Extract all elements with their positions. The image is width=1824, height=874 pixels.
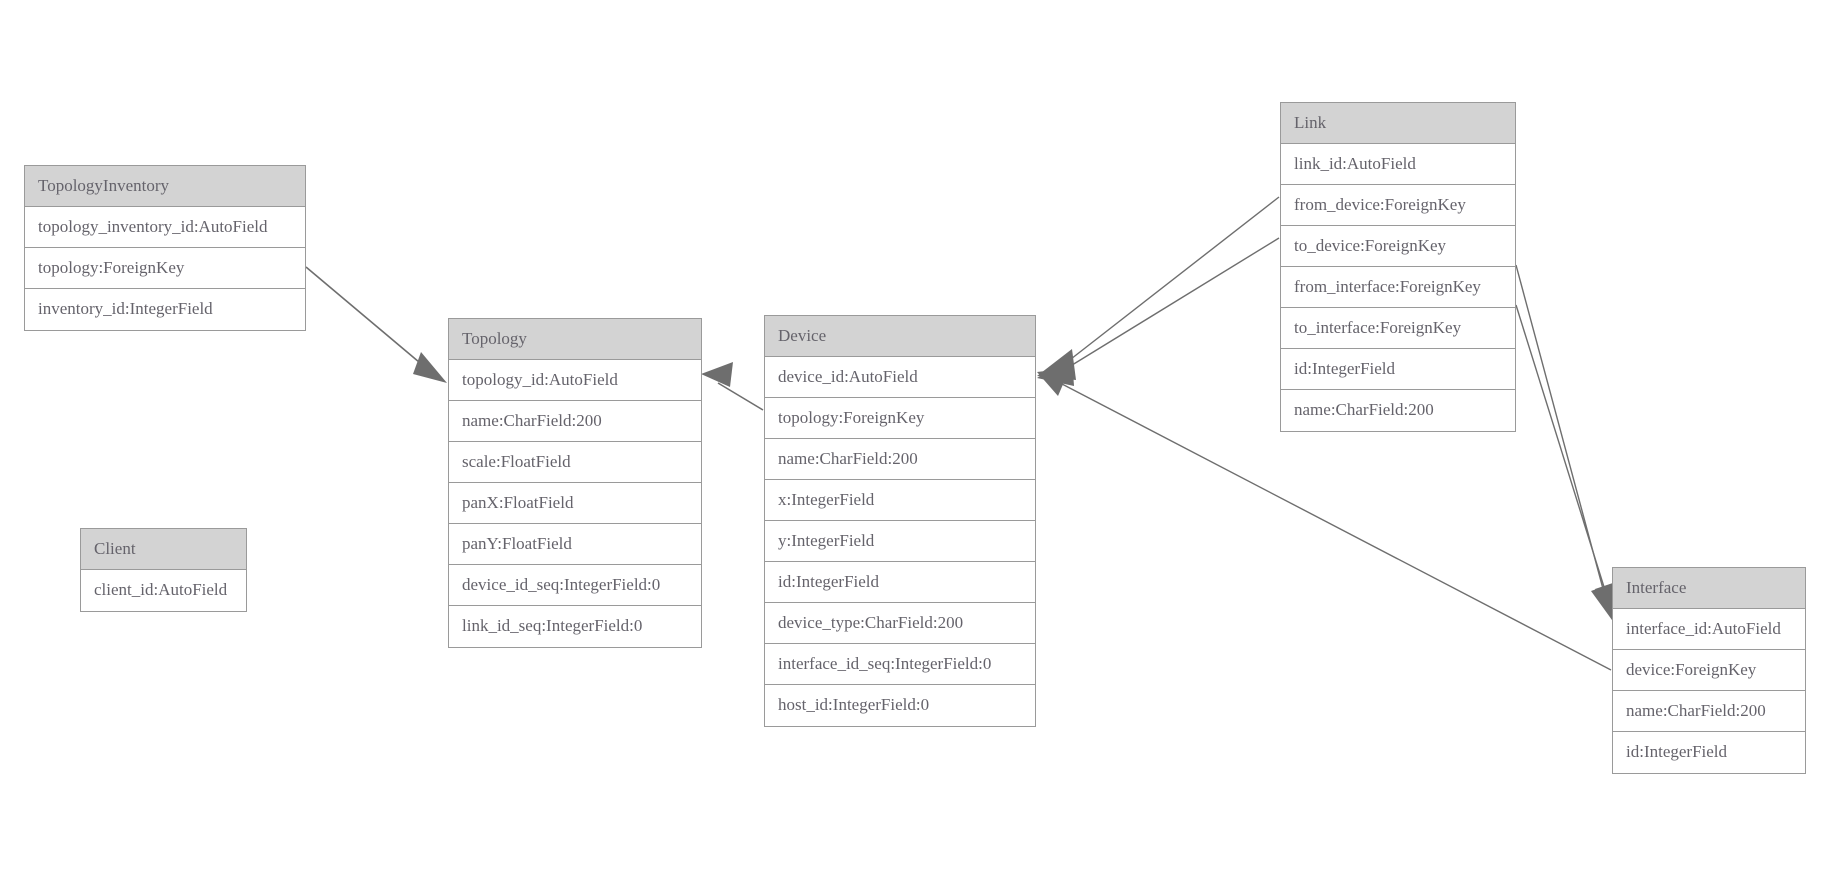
field-row[interactable]: device_id:AutoField (765, 357, 1035, 398)
field-row[interactable]: device_type:CharField:200 (765, 603, 1035, 644)
entity-link[interactable]: Link link_id:AutoField from_device:Forei… (1280, 102, 1516, 432)
field-row[interactable]: device:ForeignKey (1613, 650, 1805, 691)
field-row[interactable]: name:CharField:200 (1281, 390, 1515, 431)
field-row[interactable]: client_id:AutoField (81, 570, 246, 611)
field-row[interactable]: topology_id:AutoField (449, 360, 701, 401)
edge-link-to-interface (1515, 304, 1616, 620)
entity-topologyinventory[interactable]: TopologyInventory topology_inventory_id:… (24, 165, 306, 331)
field-row[interactable]: to_interface:ForeignKey (1281, 308, 1515, 349)
entity-title-interface: Interface (1613, 568, 1805, 609)
field-row[interactable]: from_interface:ForeignKey (1281, 267, 1515, 308)
field-row[interactable]: y:IntegerField (765, 521, 1035, 562)
field-row[interactable]: link_id:AutoField (1281, 144, 1515, 185)
entity-client[interactable]: Client client_id:AutoField (80, 528, 247, 612)
edge-link-to-device (1037, 237, 1280, 386)
field-row[interactable]: inventory_id:IntegerField (25, 289, 305, 330)
entity-title-link: Link (1281, 103, 1515, 144)
entity-device[interactable]: Device device_id:AutoField topology:Fore… (764, 315, 1036, 727)
entity-topology[interactable]: Topology topology_id:AutoField name:Char… (448, 318, 702, 648)
field-row[interactable]: topology_inventory_id:AutoField (25, 207, 305, 248)
field-row[interactable]: name:CharField:200 (1613, 691, 1805, 732)
field-row[interactable]: link_id_seq:IntegerField:0 (449, 606, 701, 647)
entity-title-topology: Topology (449, 319, 701, 360)
field-row[interactable]: to_device:ForeignKey (1281, 226, 1515, 267)
field-row[interactable]: x:IntegerField (765, 480, 1035, 521)
field-row[interactable]: topology:ForeignKey (765, 398, 1035, 439)
edge-topologyinventory-topology (305, 266, 447, 383)
field-row[interactable]: interface_id:AutoField (1613, 609, 1805, 650)
entity-title-client: Client (81, 529, 246, 570)
entity-interface[interactable]: Interface interface_id:AutoField device:… (1612, 567, 1806, 774)
field-row[interactable]: name:CharField:200 (449, 401, 701, 442)
field-row[interactable]: id:IntegerField (765, 562, 1035, 603)
edge-link-from-device (1037, 196, 1280, 380)
field-row[interactable]: name:CharField:200 (765, 439, 1035, 480)
field-row[interactable]: from_device:ForeignKey (1281, 185, 1515, 226)
edge-link-from-interface (1515, 264, 1613, 620)
field-row[interactable]: panY:FloatField (449, 524, 701, 565)
edge-device-topology (701, 362, 764, 411)
field-row[interactable]: host_id:IntegerField:0 (765, 685, 1035, 726)
entity-title-topologyinventory: TopologyInventory (25, 166, 305, 207)
field-row[interactable]: interface_id_seq:IntegerField:0 (765, 644, 1035, 685)
field-row[interactable]: id:IntegerField (1281, 349, 1515, 390)
field-row[interactable]: scale:FloatField (449, 442, 701, 483)
entity-title-device: Device (765, 316, 1035, 357)
field-row[interactable]: panX:FloatField (449, 483, 701, 524)
field-row[interactable]: id:IntegerField (1613, 732, 1805, 773)
field-row[interactable]: device_id_seq:IntegerField:0 (449, 565, 701, 606)
field-row[interactable]: topology:ForeignKey (25, 248, 305, 289)
